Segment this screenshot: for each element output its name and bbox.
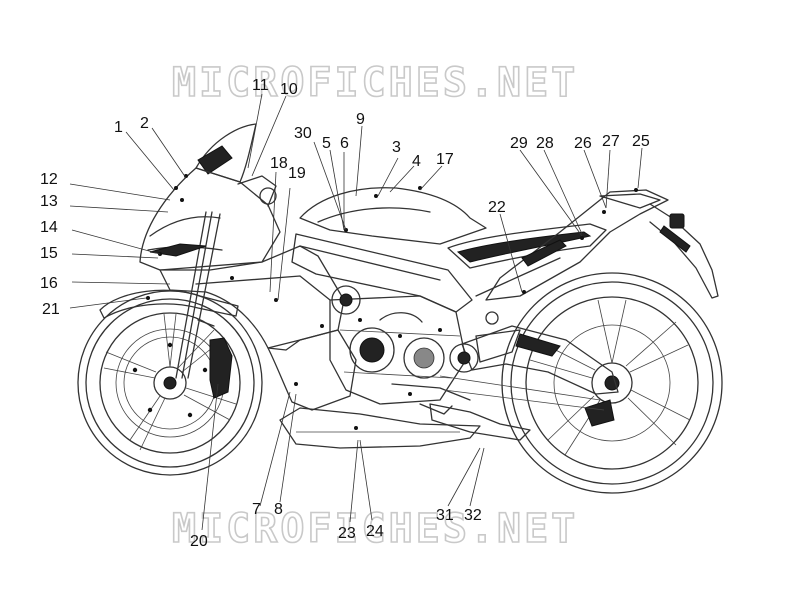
callout-1: 1	[114, 119, 123, 136]
exhaust	[429, 403, 531, 441]
footpeg-lever	[419, 403, 453, 415]
callout-7: 7	[252, 501, 261, 518]
callout-14: 14	[40, 219, 58, 236]
callout-9: 9	[356, 111, 365, 128]
callout-28: 28	[536, 135, 554, 152]
callout-22: 22	[488, 199, 506, 216]
callout-26: 26	[574, 135, 592, 152]
callout-31: 31	[436, 507, 454, 524]
swingarm	[439, 311, 619, 411]
callout-23: 23	[338, 525, 356, 542]
callout-2: 2	[140, 115, 149, 132]
callout-15: 15	[40, 245, 58, 262]
watermark-bottom: MICROFICHES.NET	[172, 506, 578, 552]
callout-21: 21	[42, 301, 60, 318]
callout-4: 4	[412, 153, 421, 170]
motorcycle-drawing	[77, 123, 723, 494]
leader-lines	[69, 93, 643, 531]
callout-3: 3	[392, 139, 401, 156]
callout-18: 18	[270, 155, 288, 172]
rear-wheel	[501, 272, 723, 494]
callout-6: 6	[340, 135, 349, 152]
callout-11: 11	[252, 77, 269, 94]
callout-16: 16	[40, 275, 58, 292]
callout-17: 17	[436, 151, 454, 168]
callout-12: 12	[40, 171, 58, 188]
watermark-top: MICROFICHES.NET	[172, 60, 578, 106]
callout-27: 27	[602, 133, 620, 150]
front-mudguard	[99, 289, 239, 319]
callout-13: 13	[40, 193, 58, 210]
engine	[329, 285, 471, 405]
callout-29: 29	[510, 135, 528, 152]
bodywork	[139, 123, 719, 449]
callout-labels: 1 2 3 4 5 6 7 8 9 10 11 12 13 14 15 16 1…	[40, 77, 650, 550]
callout-25: 25	[632, 133, 650, 150]
callout-10: 10	[280, 81, 298, 98]
callout-20: 20	[190, 533, 208, 550]
callout-5: 5	[322, 135, 331, 152]
callout-30: 30	[294, 125, 312, 142]
callout-32: 32	[464, 507, 482, 524]
callout-24: 24	[366, 523, 384, 540]
front-wheel	[77, 290, 263, 476]
callout-19: 19	[288, 165, 306, 182]
callout-8: 8	[274, 501, 283, 518]
decal-markers	[146, 174, 638, 430]
